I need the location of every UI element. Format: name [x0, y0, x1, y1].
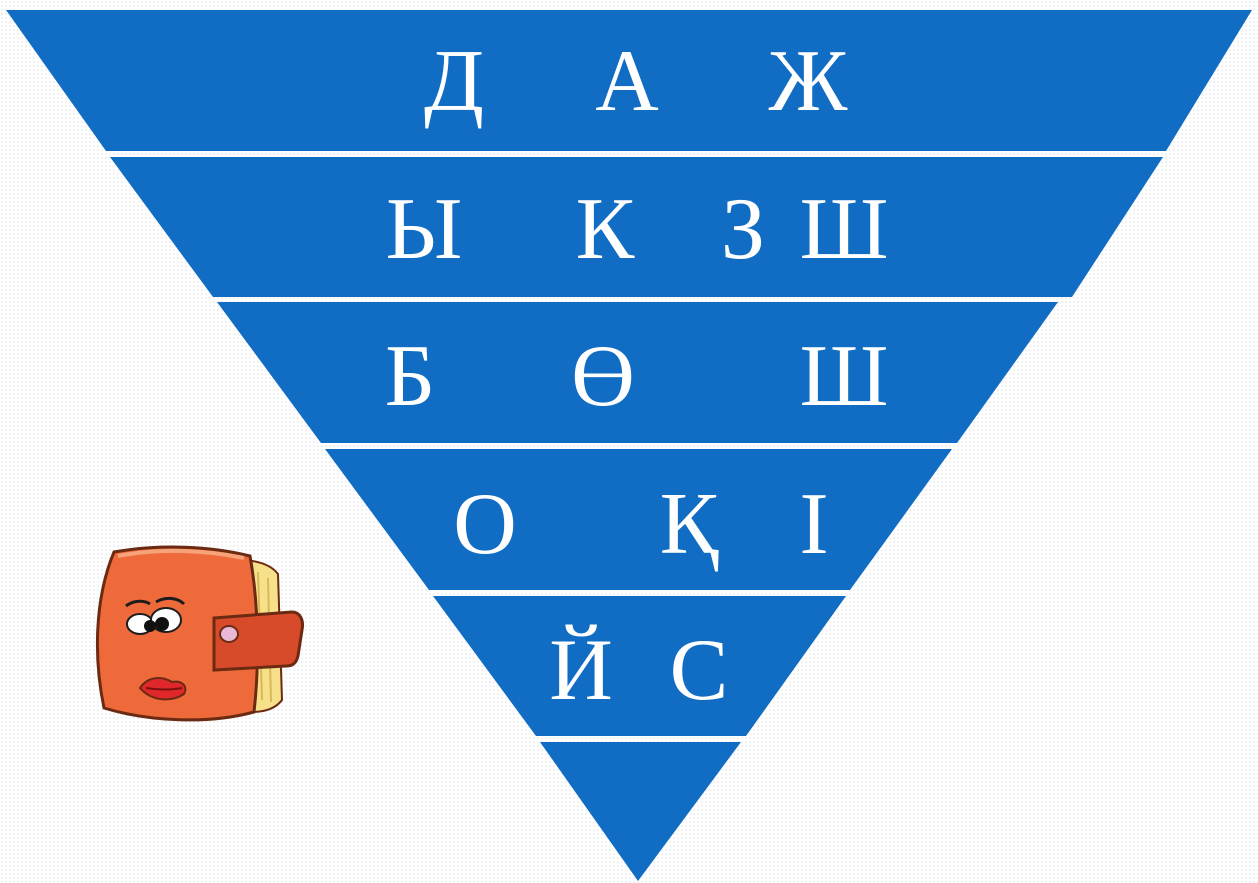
letter-r2-c4: Ш: [800, 181, 889, 278]
letter-r2-c3: З: [721, 181, 765, 278]
letter-r3-c2: Ө: [571, 328, 635, 425]
pyramid-band-3: [217, 302, 1058, 443]
pyramid: [6, 10, 1252, 881]
pyramid-band-4: [325, 449, 952, 590]
pyramid-band-6: [540, 742, 741, 881]
letter-r1-c1: Д: [424, 33, 484, 130]
letter-r4-c2: Қ: [660, 476, 719, 573]
letter-r3-c1: Б: [385, 328, 436, 425]
letter-r1-c3: Ж: [769, 33, 848, 130]
letter-r4-c1: О: [453, 476, 517, 573]
letter-r5-c2: С: [670, 622, 729, 719]
letter-r3-c3: Ш: [800, 328, 889, 425]
pyramid-band-5: [433, 596, 846, 736]
letter-r1-c2: А: [595, 33, 659, 130]
pyramid-band-2: [110, 157, 1163, 297]
letter-r2-c2: К: [576, 181, 635, 278]
letter-r5-c1: Й: [549, 622, 613, 719]
cartoon-book-with-face-icon: [97, 547, 302, 720]
letter-r2-c1: Ы: [386, 181, 463, 278]
letter-r4-c3: І: [799, 476, 828, 573]
